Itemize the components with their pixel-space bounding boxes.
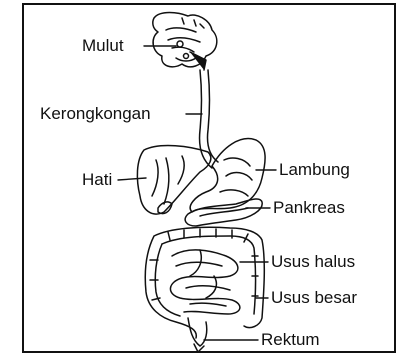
label-kerongkongan: Kerongkongan [40,104,151,124]
mouth-organ [153,13,217,71]
label-mulut: Mulut [82,36,124,56]
pancreas [185,199,262,226]
small-intestine [170,250,239,314]
label-pankreas: Pankreas [273,198,345,218]
label-hati: Hati [82,170,112,190]
label-rektum: Rektum [261,330,320,350]
leader-hati [118,178,146,180]
label-lambung: Lambung [279,160,350,180]
liver [137,146,210,214]
large-intestine [145,227,264,338]
label-usus-besar: Usus besar [271,288,357,308]
rectum [188,318,207,352]
label-usus-halus: Usus halus [271,252,355,272]
